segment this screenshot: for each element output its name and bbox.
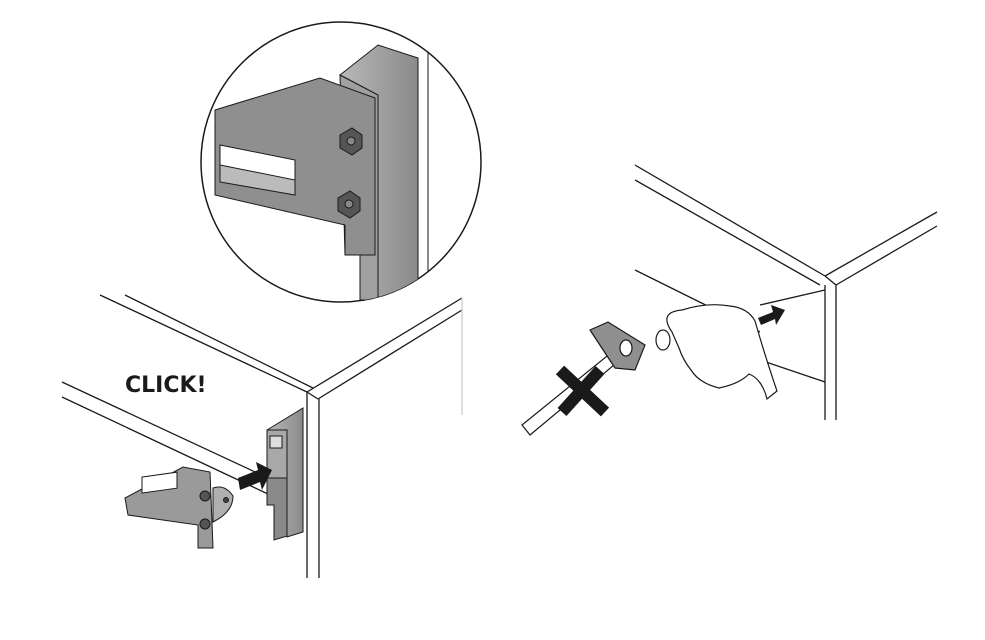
arrow-right-icon	[238, 462, 272, 490]
bolt-bottom	[337, 190, 361, 219]
bolt-top	[339, 127, 363, 156]
click-callout: CLICK!	[125, 373, 207, 398]
arrow-right-icon	[758, 305, 785, 325]
mounting-bracket	[124, 466, 234, 549]
hand-icon	[655, 304, 778, 401]
cabinet-right	[634, 164, 938, 420]
drawer-rail-profile	[266, 407, 304, 541]
detail-magnifier	[200, 21, 482, 303]
cabinet-left	[61, 294, 463, 578]
no-hammer-icon	[521, 321, 646, 436]
